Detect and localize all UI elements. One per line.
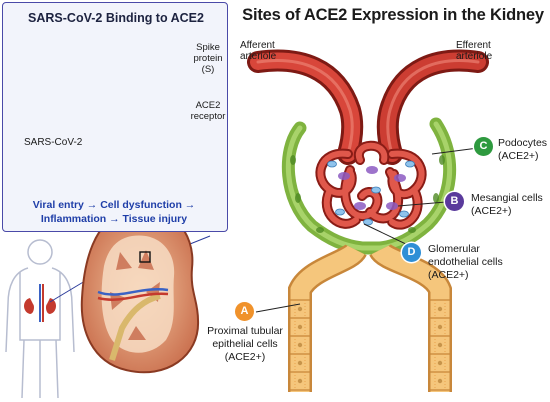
tubules: [288, 242, 452, 392]
podocytes-label: Podocytes (ACE2+): [498, 137, 548, 162]
virus-inset-panel: SARS-CoV-2 Binding to ACE2: [2, 2, 228, 232]
badge-c: C: [474, 137, 493, 156]
body-kidneys: [24, 284, 56, 322]
pathway-caption: Viral entry → Cell dysfunction → Inflamm…: [4, 198, 224, 226]
badge-d: D: [402, 243, 421, 262]
efferent-arteriole-label: Efferent arteriole: [456, 40, 493, 62]
page-title: Sites of ACE2 Expression in the Kidney: [242, 6, 544, 24]
bowman-capsule: [281, 117, 457, 255]
glomerular-tuft: [315, 140, 427, 230]
inset-title: SARS-CoV-2 Binding to ACE2: [28, 11, 204, 25]
caption-line-2: Inflammation → Tissue injury: [40, 213, 188, 225]
ace2-receptor-label: ACE2 receptor: [190, 100, 226, 122]
leader-lines: [255, 147, 479, 313]
virus-label: SARS-CoV-2: [24, 137, 83, 148]
badge-a: A: [235, 302, 254, 321]
afferent-arteriole-label: Afferent arteriole: [240, 40, 277, 62]
glomerular-endothelial-label: Glomerular endothelial cells (ACE2+): [428, 243, 503, 281]
spike-protein-label: Spike protein (S): [193, 42, 223, 75]
kidney-section: [80, 208, 200, 374]
badge-b: B: [445, 192, 464, 211]
proximal-tubular-label: Proximal tubular epithelial cells (ACE2+…: [207, 325, 283, 363]
human-figure: [5, 239, 75, 399]
mesangial-cells-label: Mesangial cells (ACE2+): [471, 192, 543, 217]
caption-line-1: Viral entry → Cell dysfunction →: [32, 199, 196, 211]
arterioles: [247, 49, 489, 165]
